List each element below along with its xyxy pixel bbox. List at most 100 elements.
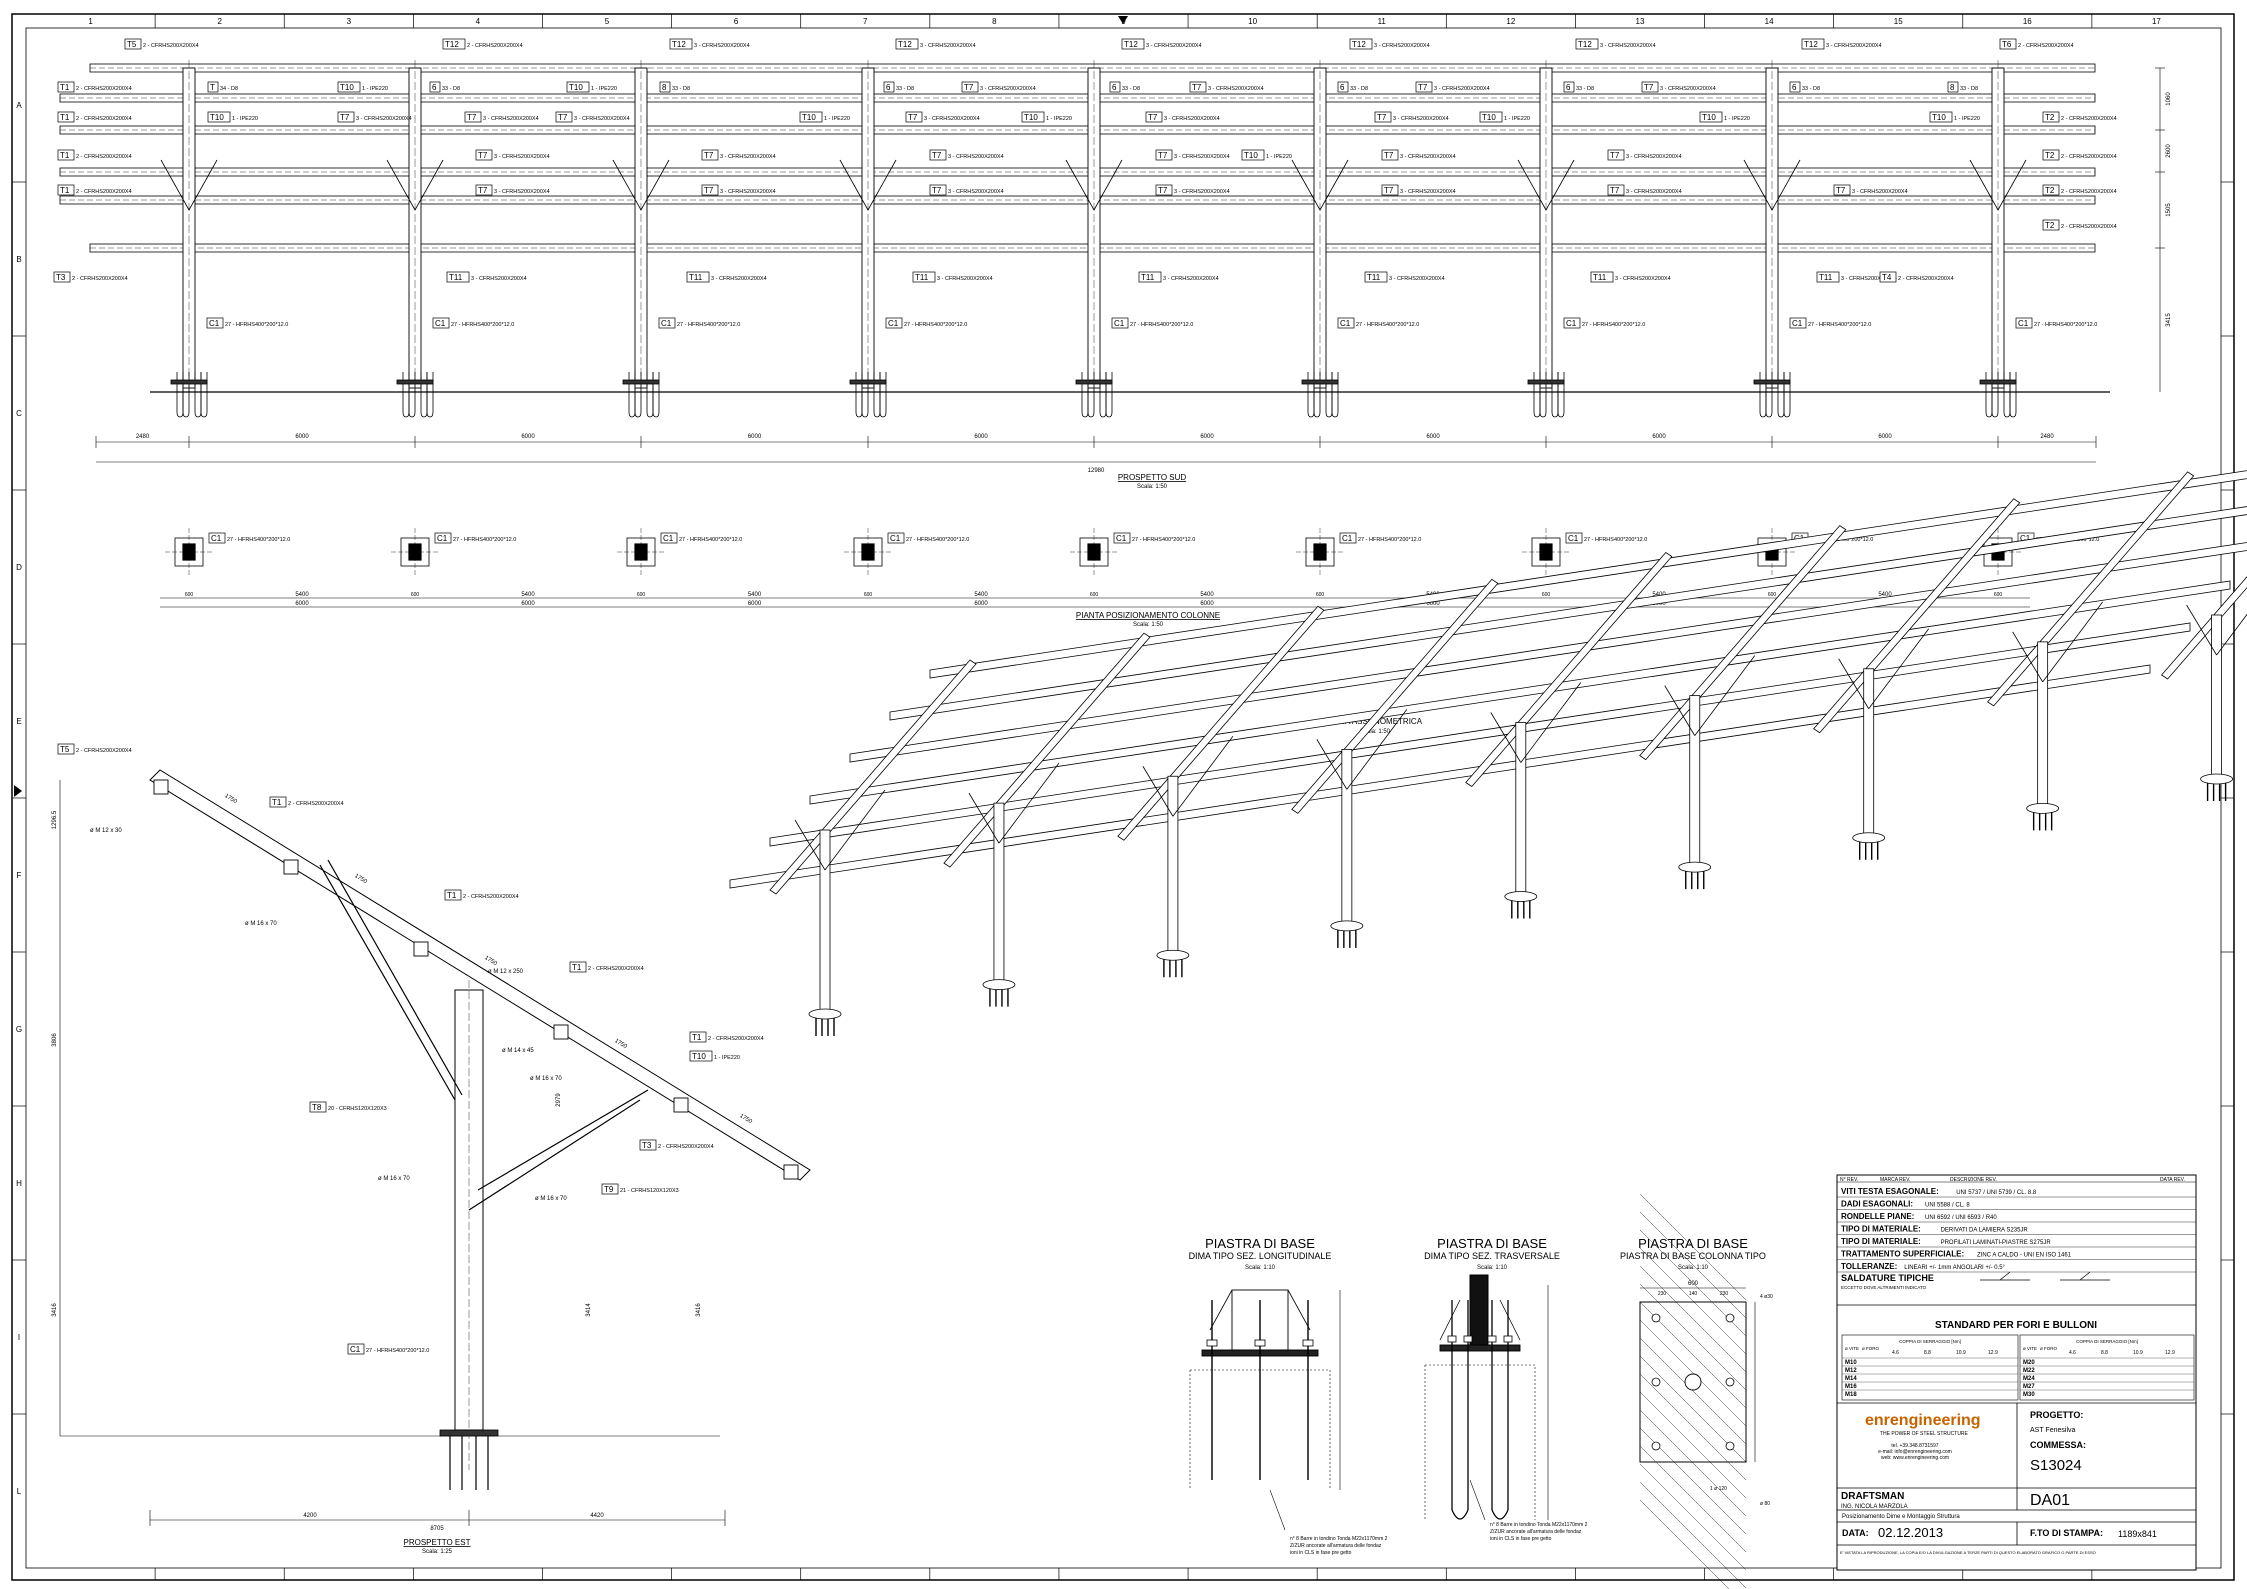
sheet-border — [11, 13, 2235, 1581]
isometric-brace — [1172, 736, 1234, 817]
detail-title: PIASTRA DI BASE — [1638, 1236, 1748, 1251]
grid-number: 10 — [1248, 17, 1257, 26]
tag-box — [1138, 271, 1162, 283]
plan-plate-width: 600 — [1768, 592, 1777, 598]
plan-plate-width: 600 — [1542, 592, 1551, 598]
tag-text: 3 - CFRHS200X200X4 — [1208, 86, 1264, 92]
isometric-brace — [794, 819, 826, 871]
isometric-column — [1167, 775, 1179, 952]
tag-text: 3 - CFRHS200X200X4 — [1400, 154, 1456, 160]
spec-value: UNI 5737 / UNI 5739 / CL. 8.8 — [1956, 1190, 2037, 1196]
tag-code: T1 — [447, 891, 457, 900]
east-dim: 3414 — [586, 1303, 592, 1317]
isometric-brace — [2042, 601, 2103, 683]
tag-text: 27 - HFRHS400*200*12.0 — [1808, 322, 1871, 328]
tag-box — [444, 889, 462, 901]
base-plate — [1075, 379, 1113, 385]
tag-box — [1111, 317, 1129, 329]
format-value: 1189x841 — [2118, 1529, 2157, 1539]
plate-dim: 230 — [1720, 1291, 1729, 1297]
plan-spacing-a: 5400 — [1200, 592, 1214, 598]
base-plate — [396, 379, 434, 385]
nut — [1254, 1339, 1266, 1347]
tag-code: T5 — [60, 745, 70, 754]
brace — [160, 159, 190, 211]
brace — [839, 159, 869, 211]
dimension-value: 6000 — [748, 434, 762, 440]
tag-box — [1641, 81, 1659, 93]
hatch — [1639, 1391, 1747, 1499]
anchor-hole — [1725, 1377, 1735, 1387]
tag-code: C1 — [1116, 534, 1127, 543]
footer-disclaimer: E' VIETATA LA RIPRODUZIONE, LA COPIA E/O… — [1840, 1550, 2096, 1555]
rev-header: DESCRIZIONE REV. — [1950, 1177, 1997, 1183]
tag-code: T7 — [908, 113, 918, 122]
center-arrow-icon — [14, 785, 22, 797]
spec-label: RONDELLE PIANE: — [1841, 1212, 1914, 1221]
grid-number: 14 — [1765, 17, 1774, 26]
tag-text: 27 - HFRHS400*200*12.0 — [906, 537, 969, 543]
tag-box — [2042, 184, 2060, 196]
detail-subtitle: PIASTRA DI BASE COLONNA TIPO — [1620, 1251, 1766, 1261]
isometric-base-plate — [1678, 861, 1712, 873]
tag-code: T10 — [1244, 151, 1258, 160]
tag-box — [905, 111, 923, 123]
tag-text: 3 - CFRHS200X200X4 — [920, 43, 976, 49]
tag-text: 3 - CFRHS200X200X4 — [471, 276, 527, 282]
plan-plate-width: 600 — [864, 592, 873, 598]
tag-box — [669, 38, 693, 50]
east-purlin-section — [153, 779, 169, 795]
anchor-hole — [1651, 1377, 1661, 1387]
drawing-description: Posizionamento Dime e Montaggio Struttur… — [1842, 1514, 1960, 1520]
plate-dim: 600 — [1688, 1281, 1699, 1287]
brace — [1743, 159, 1773, 211]
spec-value: ZINC A CALDO - UNI EN ISO 1461 — [1977, 1253, 2072, 1259]
east-bolt-label: ø M 16 x 70 — [378, 1176, 410, 1182]
gusset — [1439, 1299, 1461, 1341]
tag-text: 2 - CFRHS200X200X4 — [2061, 154, 2117, 160]
tag-text: 2 - CFRHS200X200X4 — [72, 276, 128, 282]
tag-text: 27 - HFRHS400*200*12.0 — [904, 322, 967, 328]
grid-number: 4 — [476, 17, 481, 26]
tag-code: T7 — [704, 186, 714, 195]
isometric-brace — [1520, 682, 1582, 763]
tag-code: 6 — [1792, 83, 1797, 92]
tag-box — [799, 111, 823, 123]
anchor-bolt — [1991, 372, 1999, 418]
tag-code: T10 — [569, 83, 583, 92]
isometric-base-plate — [2026, 802, 2060, 814]
detail-title: PIASTRA DI BASE — [1437, 1236, 1547, 1251]
isometric-brace — [1490, 712, 1522, 763]
east-dim: 3416 — [696, 1303, 702, 1317]
plate-dim: 140 — [1689, 1291, 1698, 1297]
tag-code: T2 — [2045, 186, 2055, 195]
east-brace — [327, 859, 463, 1096]
date-value: 02.12.2013 — [1878, 1525, 1943, 1540]
brace — [386, 159, 416, 211]
plan-spacing-a: 5400 — [1652, 592, 1666, 598]
plate-dim: 1 ø 120 — [1710, 1486, 1727, 1492]
tag-text: 2 - CFRHS200X200X4 — [467, 43, 523, 49]
tag-text: 33 - D8 — [1576, 86, 1594, 92]
tag-code: T1 — [60, 83, 70, 92]
tag-code: T7 — [1148, 113, 1158, 122]
tag-code: C1 — [435, 319, 446, 328]
hatch — [1639, 1337, 1747, 1445]
tag-text: 3 - CFRHS200X200X4 — [1174, 189, 1230, 195]
center-arrow-icon — [1118, 16, 1128, 24]
tag-code: T10 — [1024, 113, 1038, 122]
